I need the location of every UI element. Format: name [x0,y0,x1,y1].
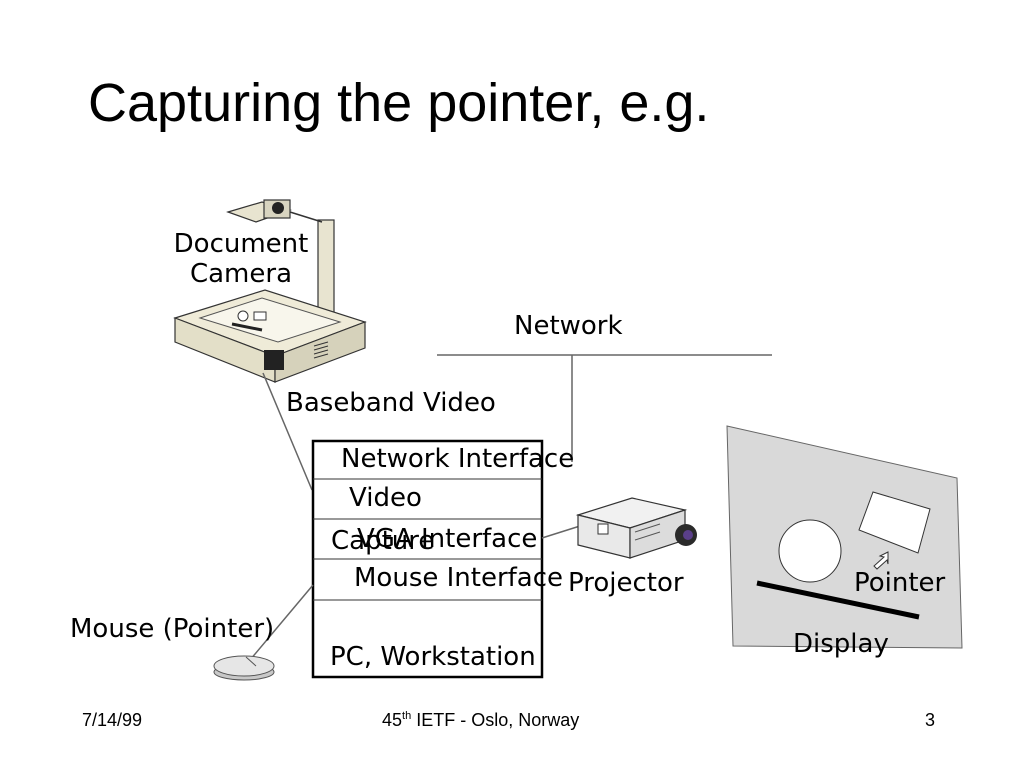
projector-label: Projector [568,568,684,598]
footer-event-prefix: 45 [382,710,403,730]
stack-capture: Capture [331,526,435,556]
baseband-video-label: Baseband Video [286,388,496,418]
pointer-arrow-icon [873,551,889,570]
stack-network-interface: Network Interface [341,444,575,474]
document-camera-label-line2: Camera [189,258,293,289]
footer-event-sup: th [402,710,412,722]
footer-date: 7/14/99 [82,710,143,730]
mouse-icon [213,655,275,681]
stack-mouse-interface: Mouse Interface [354,563,564,593]
stack-vga-interface: VGA Interface [357,524,538,554]
display-rectangle [858,491,931,554]
footer-event: 45th IETF - Oslo, Norway [382,710,579,731]
baseband-video-cable [262,372,313,491]
display-screen [726,425,963,649]
mouse-pointer-label: Mouse (Pointer) [70,614,275,644]
document-camera-label-line1: Document [173,229,309,259]
document-camera-icon [173,199,367,383]
footer-event-suffix: IETF - Oslo, Norway [411,710,580,730]
pointer-label: Pointer [854,568,946,598]
display-label: Display [793,629,889,659]
document-camera-label: Document Camera [162,229,320,290]
network-label: Network [514,311,623,341]
display-bar [756,580,920,620]
pc-workstation-label: PC, Workstation [330,642,536,672]
stack-video: Video [349,483,422,513]
footer-page-number: 3 [925,710,936,730]
projector-icon [575,497,697,559]
mouse-cable [249,584,314,661]
slide-title: Capturing the pointer, e.g. [88,73,710,133]
display-circle [778,519,842,583]
vga-cable [541,525,581,539]
